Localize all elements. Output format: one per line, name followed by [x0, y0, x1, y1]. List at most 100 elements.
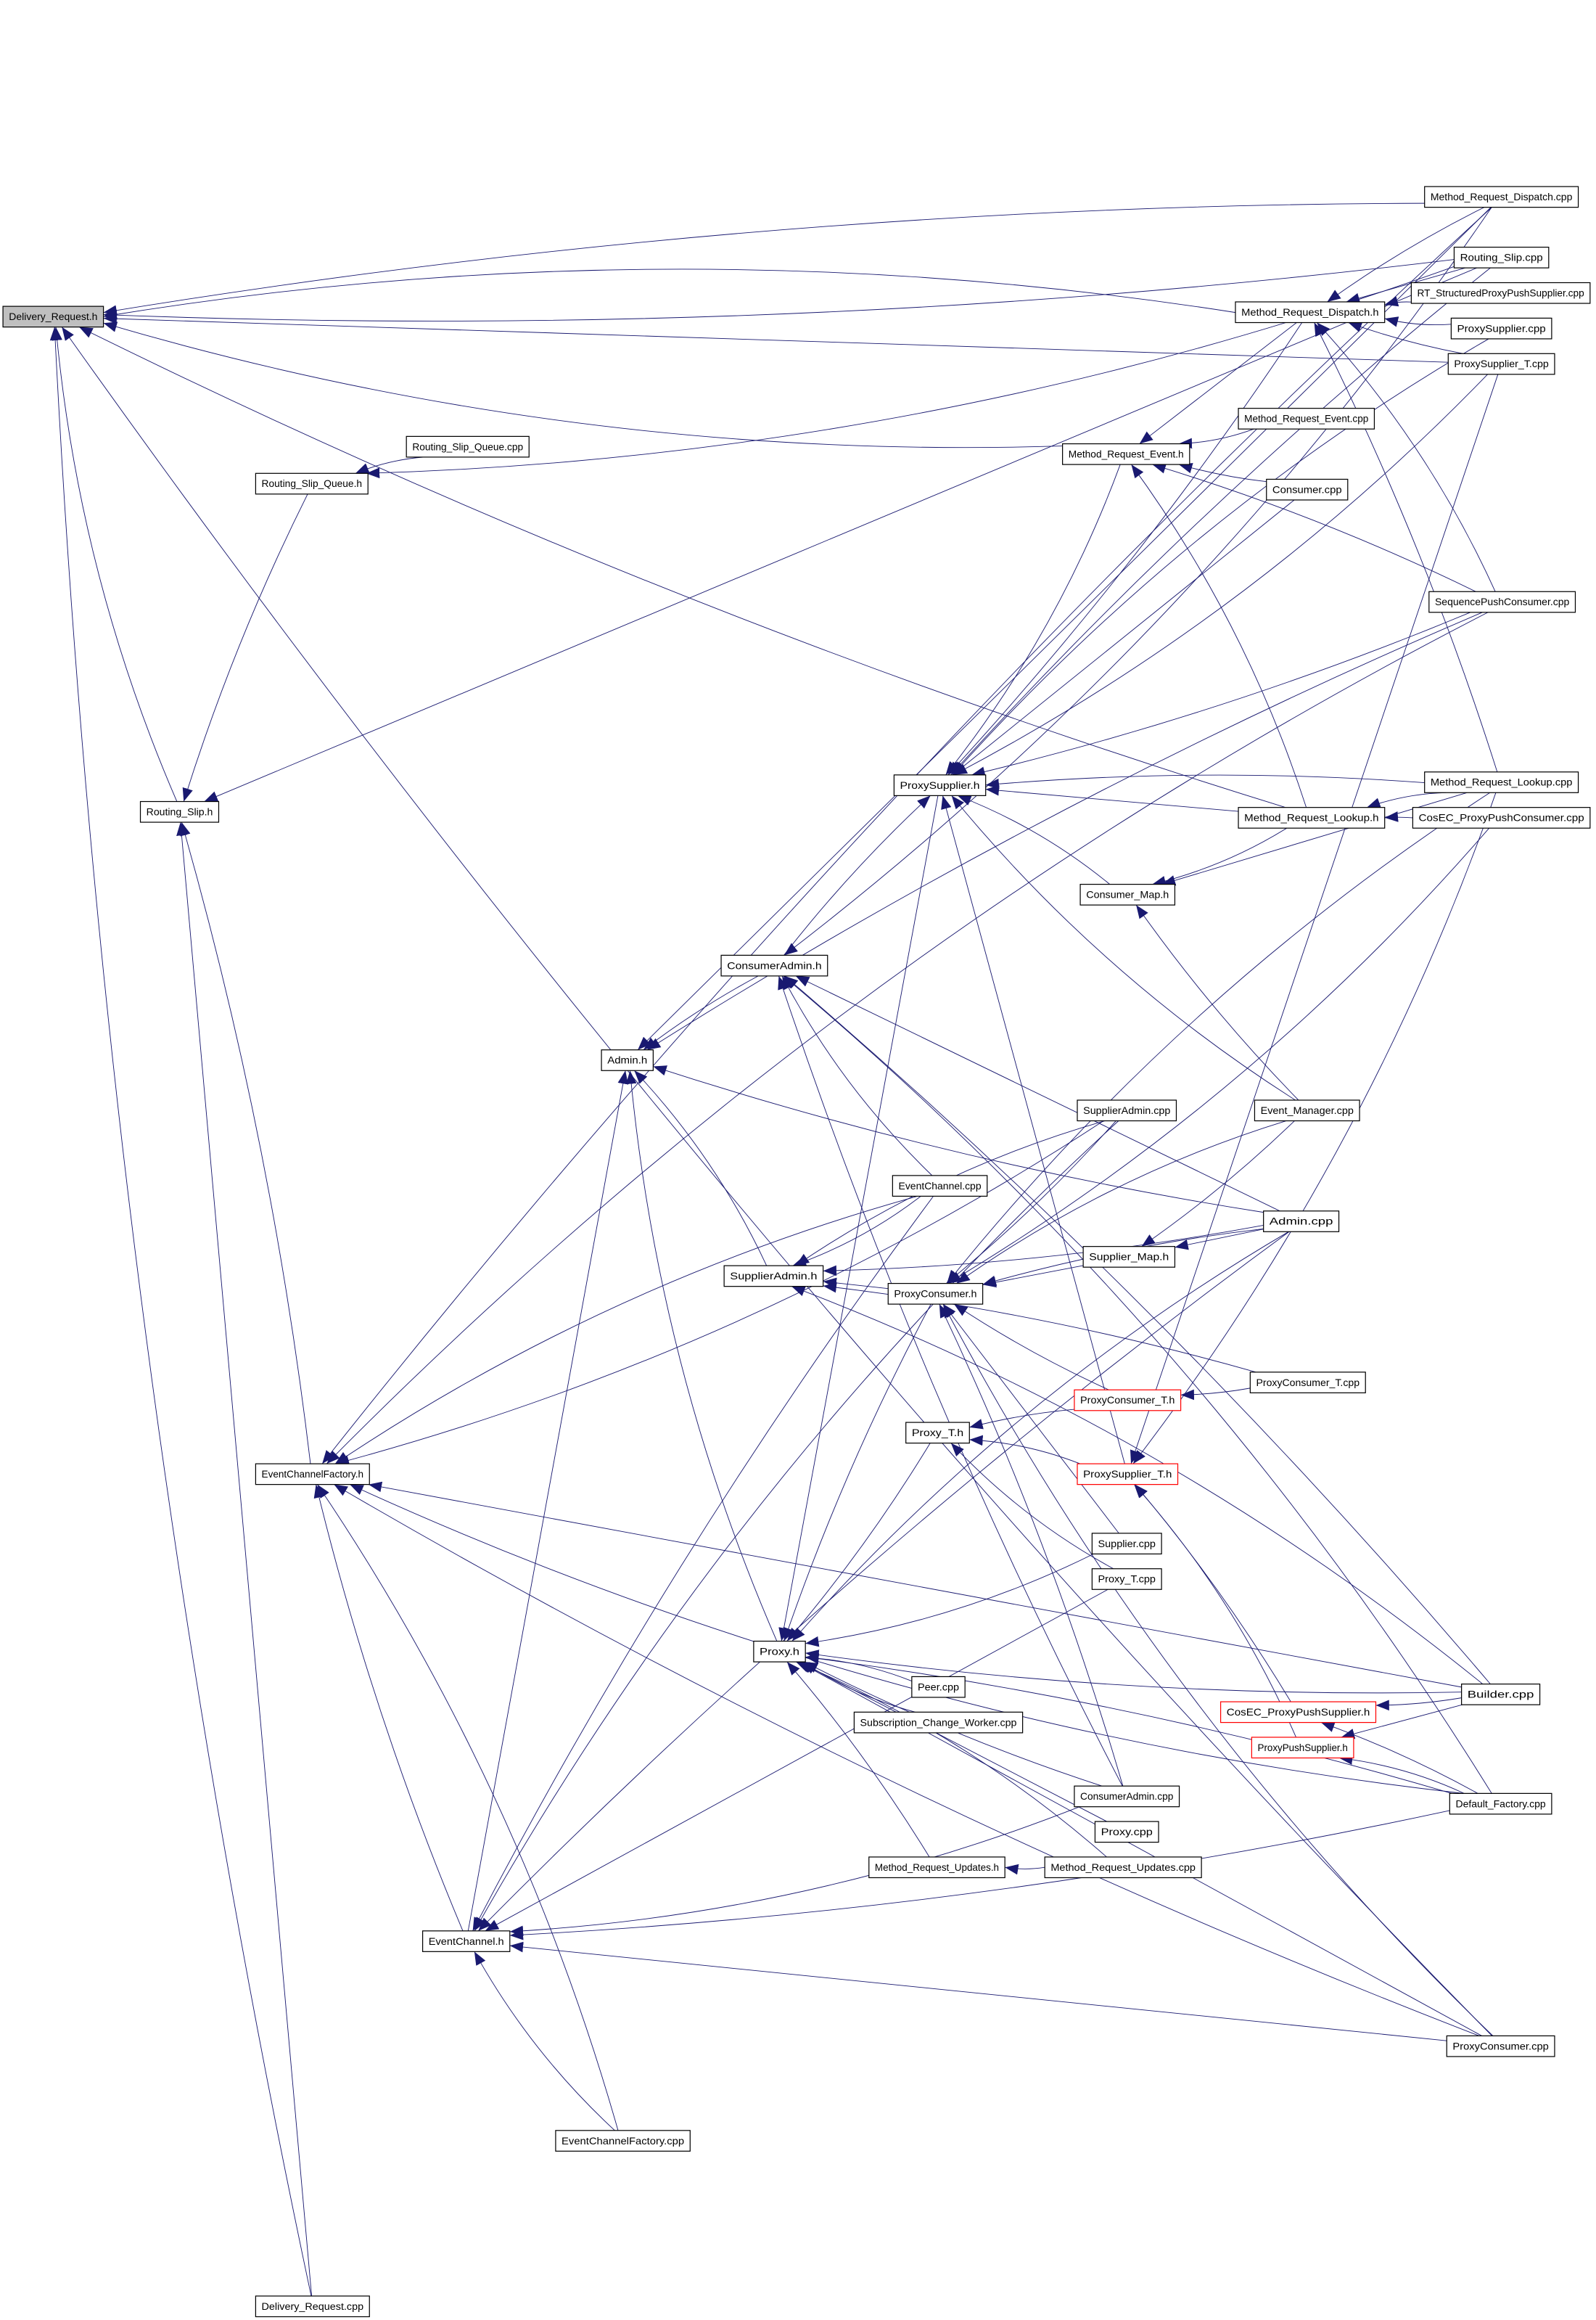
include-edge-cmh-to-psh [957, 795, 1111, 885]
file-node-box [1266, 478, 1349, 501]
file-node-label: EventChannel.h [429, 1936, 504, 1947]
file-node-peer-cpp[interactable]: Peer.cpp [911, 1676, 966, 1698]
file-node-box [1449, 1792, 1552, 1815]
file-node-box [1082, 1246, 1176, 1268]
file-node-method-request-updates-h[interactable]: Method_Request_Updates.h [868, 1856, 1005, 1879]
include-edge-dfcpp-to-ech [509, 1810, 1450, 1940]
file-node-eventchannelfactory-cpp[interactable]: EventChannelFactory.cpp [555, 2130, 691, 2152]
include-edge-sacpp-to-pch [946, 1120, 1116, 1284]
file-node-label: Method_Request_Dispatch.h [1241, 307, 1378, 318]
file-node-proxy-t-cpp[interactable]: Proxy_T.cpp [1091, 1568, 1162, 1590]
file-node-supplier-map-h[interactable]: Supplier_Map.h [1082, 1246, 1176, 1268]
file-node-consumer-map-h[interactable]: Consumer_Map.h [1079, 883, 1176, 906]
file-node-label: ProxySupplier.cpp [1457, 323, 1546, 334]
file-node-proxysupplier-t-h[interactable]: ProxySupplier_T.h [1077, 1463, 1179, 1485]
file-node-box [1263, 1210, 1340, 1232]
file-node-delivery-request-cpp[interactable]: Delivery_Request.cpp [255, 2295, 370, 2318]
file-node-method-request-event-h[interactable]: Method_Request_Event.h [1062, 443, 1190, 465]
include-edge-mrlcpp-to-pch [946, 792, 1491, 1284]
include-edge-pctcpp-to-pcth [1180, 1388, 1251, 1401]
file-node-admin-cpp[interactable]: Admin.cpp [1263, 1210, 1340, 1232]
file-node-proxyconsumer-t-h[interactable]: ProxyConsumer_T.h [1074, 1389, 1182, 1411]
file-node-supplieradmin-h[interactable]: SupplierAdmin.h [723, 1265, 824, 1287]
include-edge-dfcpp-to-cosppsh [1320, 1721, 1478, 1794]
include-edge-mrlcpp-to-cmh [1161, 792, 1468, 886]
file-node-proxysupplier-h[interactable]: ProxySupplier.h [893, 774, 987, 796]
file-node-proxyconsumer-h[interactable]: ProxyConsumer.h [887, 1282, 984, 1305]
file-node-label: Routing_Slip_Queue.cpp [412, 441, 523, 452]
include-edge-consumercpp-to-psh [952, 499, 1295, 776]
file-node-supplier-cpp[interactable]: Supplier.cpp [1091, 1533, 1162, 1554]
include-edge-eccpp-to-cah [781, 975, 933, 1176]
file-node-rt-structuredproxypushsupplier-cpp[interactable]: RT_StructuredProxyPushSupplier.cpp [1410, 282, 1591, 304]
file-node-proxyconsumer-t-cpp[interactable]: ProxyConsumer_T.cpp [1249, 1372, 1366, 1393]
include-edge-mrlh-to-psh [985, 784, 1239, 812]
file-node-proxy-t-h[interactable]: Proxy_T.h [905, 1422, 970, 1444]
include-edge-mrdcpp-to-adminh [637, 207, 1492, 1051]
file-node-default-factory-cpp[interactable]: Default_Factory.cpp [1449, 1792, 1552, 1815]
file-node-routing-slip-cpp[interactable]: Routing_Slip.cpp [1453, 247, 1550, 269]
file-node-box [2, 306, 104, 328]
file-node-builder-cpp[interactable]: Builder.cpp [1461, 1684, 1541, 1705]
file-node-event-manager-cpp[interactable]: Event_Manager.cpp [1254, 1099, 1360, 1122]
include-edge-cosppccpp-to-mrlh [1384, 811, 1413, 822]
include-edge-sah-to-adminh [634, 1070, 768, 1266]
file-node-proxypushsupplier-h[interactable]: ProxyPushSupplier.h [1251, 1737, 1354, 1759]
file-node-supplieradmin-cpp[interactable]: SupplierAdmin.cpp [1077, 1099, 1177, 1122]
file-node-method-request-lookup-h[interactable]: Method_Request_Lookup.h [1238, 807, 1386, 829]
file-node-consumer-cpp[interactable]: Consumer.cpp [1266, 478, 1349, 501]
file-node-box [1424, 771, 1579, 793]
file-node-routing-slip-h[interactable]: Routing_Slip.h [139, 800, 220, 823]
include-edge-admincpp-to-ech [477, 1231, 1290, 1932]
file-node-box [255, 2295, 370, 2318]
file-node-label: Method_Request_Lookup.h [1244, 813, 1378, 824]
file-node-box [1251, 1737, 1354, 1759]
file-node-cosec-proxypushsupplier-h[interactable]: CosEC_ProxyPushSupplier.h [1219, 1701, 1377, 1723]
file-node-method-request-dispatch-h[interactable]: Method_Request_Dispatch.h [1235, 301, 1386, 324]
file-node-proxysupplier-t-cpp[interactable]: ProxySupplier_T.cpp [1447, 353, 1555, 375]
include-edge-pch-to-sah [823, 1277, 889, 1290]
include-edge-ecfh-to-rsh [180, 821, 311, 1464]
file-node-label: Routing_Slip_Queue.h [262, 478, 363, 489]
file-node-box [1461, 1684, 1541, 1705]
file-node-method-request-dispatch-cpp[interactable]: Method_Request_Dispatch.cpp [1424, 186, 1579, 208]
file-node-sequencepushconsumer-cpp[interactable]: SequencePushConsumer.cpp [1428, 591, 1576, 613]
file-node-box [1446, 2035, 1555, 2057]
file-node-label: SupplierAdmin.h [730, 1271, 817, 1282]
file-node-label: Supplier_Map.h [1089, 1252, 1169, 1263]
file-node-eventchannel-cpp[interactable]: EventChannel.cpp [892, 1175, 988, 1197]
file-node-admin-h[interactable]: Admin.h [601, 1049, 654, 1071]
file-node-box [255, 472, 369, 495]
file-node-label: Routing_Slip.h [147, 806, 213, 817]
file-node-eventchannelfactory-h[interactable]: EventChannelFactory.h [255, 1463, 370, 1485]
include-edge-pstcpp-to-drh [103, 313, 1449, 363]
include-edge-cah-to-adminh [643, 975, 759, 1051]
include-edge-buildercpp-to-sah [791, 1286, 1484, 1684]
file-node-proxyconsumer-cpp[interactable]: ProxyConsumer.cpp [1446, 2035, 1555, 2057]
file-node-label: ProxyConsumer.h [894, 1289, 976, 1300]
file-node-box [868, 1856, 1005, 1879]
file-node-consumeradmin-h[interactable]: ConsumerAdmin.h [720, 954, 828, 977]
include-edge-admincpp-to-cah [795, 975, 1280, 1212]
include-edge-cacpp-to-pch [939, 1303, 1124, 1787]
file-node-subscription-change-worker-cpp[interactable]: Subscription_Change_Worker.cpp [853, 1711, 1024, 1734]
file-node-routing-slip-queue-h[interactable]: Routing_Slip_Queue.h [255, 472, 369, 495]
file-node-proxy-h[interactable]: Proxy.h [753, 1640, 806, 1663]
include-edge-pscpp-to-mrdh [1384, 316, 1452, 327]
file-node-routing-slip-queue-cpp[interactable]: Routing_Slip_Queue.cpp [406, 435, 530, 458]
file-node-method-request-event-cpp[interactable]: Method_Request_Event.cpp [1238, 408, 1375, 430]
file-node-box [892, 1175, 988, 1197]
file-node-proxy-cpp[interactable]: Proxy.cpp [1094, 1821, 1159, 1843]
file-node-method-request-updates-cpp[interactable]: Method_Request_Updates.cpp [1044, 1856, 1202, 1879]
file-node-eventchannel-h[interactable]: EventChannel.h [421, 1930, 511, 1952]
file-node-method-request-lookup-cpp[interactable]: Method_Request_Lookup.cpp [1424, 771, 1579, 793]
include-edge-mrdcpp-to-cah [783, 207, 1492, 956]
include-edge-pccpp-to-ecfh [334, 1484, 1480, 2036]
include-edge-drcpp-to-drh [49, 327, 312, 2297]
file-node-cosec-proxypushconsumer-cpp[interactable]: CosEC_ProxyPushConsumer.cpp [1412, 807, 1591, 829]
include-edge-consumercpp-to-mreh [1178, 462, 1267, 483]
file-node-delivery-request-h[interactable]: Delivery_Request.h [2, 306, 104, 328]
file-node-proxysupplier-cpp[interactable]: ProxySupplier.cpp [1450, 317, 1552, 340]
file-node-consumeradmin-cpp[interactable]: ConsumerAdmin.cpp [1074, 1785, 1180, 1808]
file-node-box [1447, 353, 1555, 375]
